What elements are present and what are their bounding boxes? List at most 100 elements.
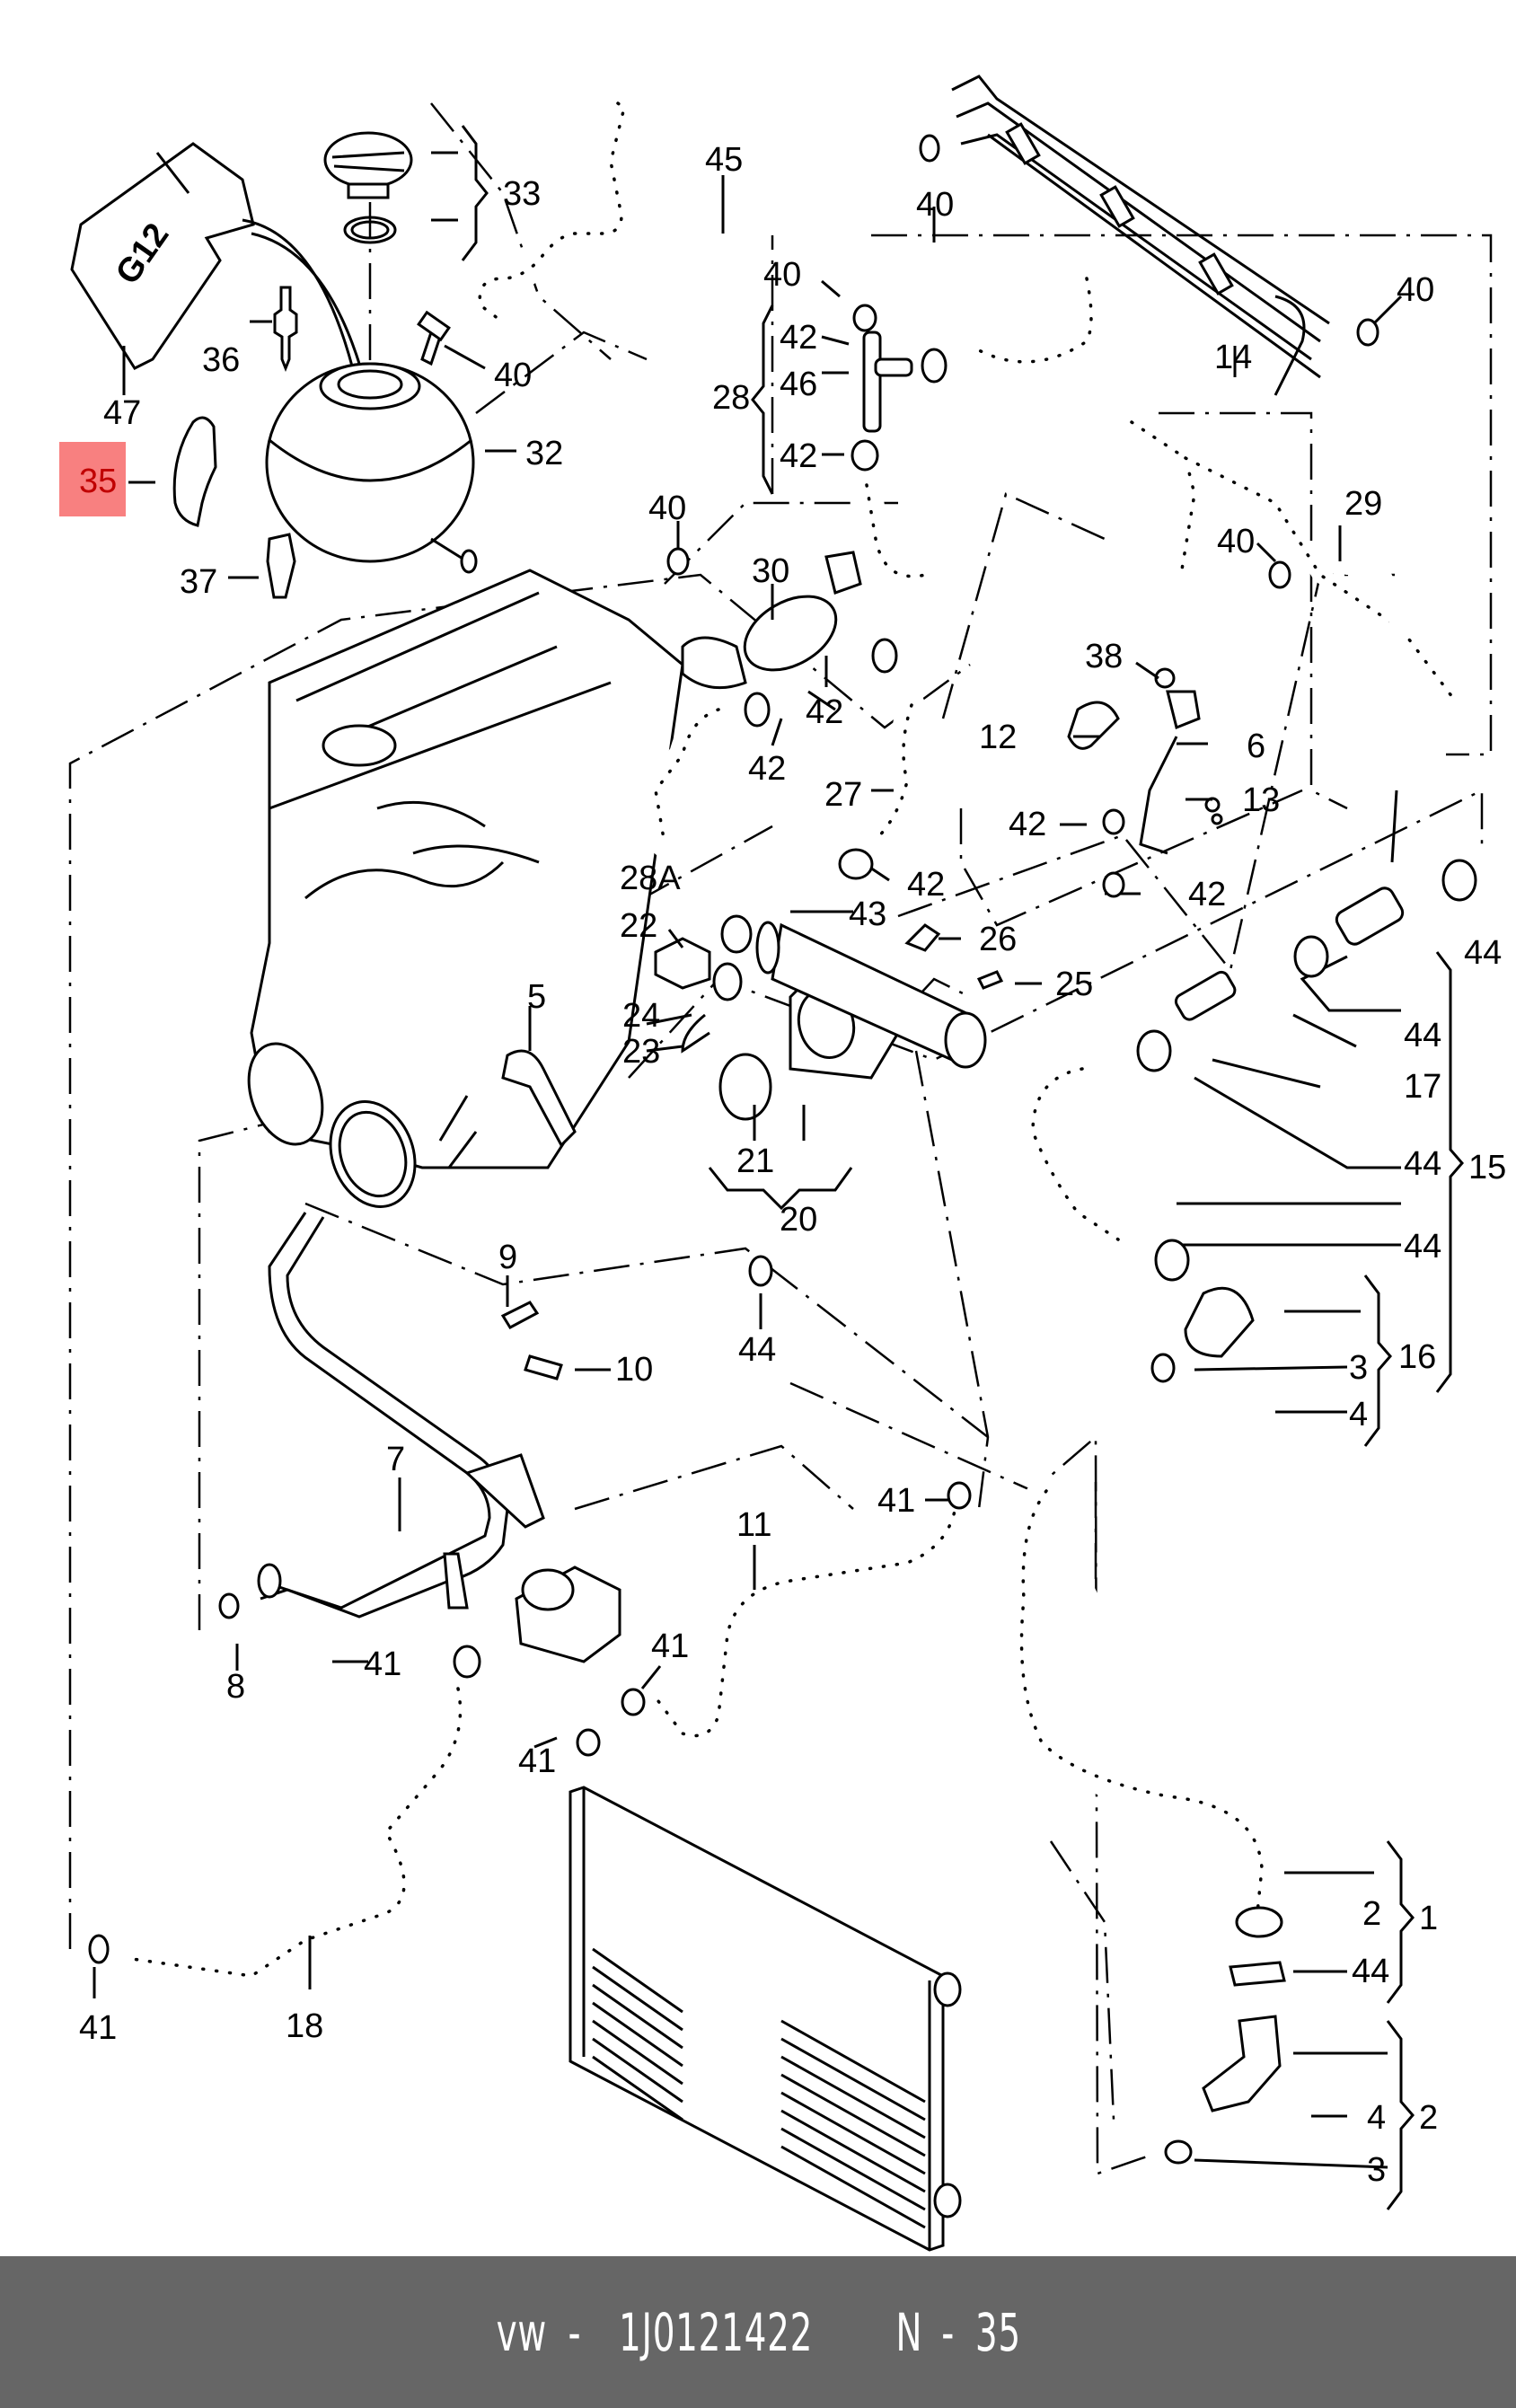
leader-lines [93, 151, 1403, 2169]
callout-44[interactable]: 44 [1404, 1228, 1441, 1266]
callout-35-highlight [59, 442, 126, 516]
group-brackets [461, 125, 1464, 2210]
callout-15[interactable]: 15 [1468, 1149, 1506, 1186]
callout-24[interactable]: 24 [622, 997, 660, 1035]
callout-21[interactable]: 21 [736, 1142, 774, 1180]
callout-35[interactable]: 35 [79, 463, 117, 500]
callout-30[interactable]: 30 [752, 552, 789, 590]
callout-25[interactable]: 25 [1055, 966, 1093, 1003]
callout-10[interactable]: 10 [615, 1351, 653, 1389]
callout-41[interactable]: 41 [364, 1645, 401, 1683]
stud-36 [273, 286, 298, 373]
callout-44[interactable]: 44 [738, 1331, 776, 1369]
callout-40[interactable]: 40 [1397, 271, 1434, 309]
callout-17[interactable]: 17 [1404, 1068, 1441, 1106]
hose-15 [1009, 886, 1405, 1383]
callout-4[interactable]: 4 [1349, 1396, 1368, 1433]
callout-38[interactable]: 38 [1085, 638, 1123, 675]
callout-37[interactable]: 37 [180, 563, 217, 601]
callout-33[interactable]: 33 [503, 175, 541, 213]
callout-28[interactable]: 28 [712, 379, 750, 417]
callout-44[interactable]: 44 [1464, 934, 1502, 972]
hose-45 [464, 88, 639, 334]
callout-41[interactable]: 41 [518, 1742, 556, 1780]
callout-41[interactable]: 41 [79, 2009, 117, 2047]
callout-12[interactable]: 12 [979, 719, 1017, 756]
callout-41[interactable]: 41 [877, 1482, 915, 1520]
callout-44[interactable]: 44 [1404, 1145, 1441, 1183]
bracket-12-6 [1067, 667, 1223, 855]
reservoir-cap [323, 131, 413, 377]
bracket-part-35 [172, 416, 217, 527]
sensor-25 [976, 970, 1004, 990]
hoses-middle [642, 264, 1463, 858]
callout-28a[interactable]: 28A [620, 860, 681, 897]
callout-47[interactable]: 47 [103, 394, 141, 432]
callout-40[interactable]: 40 [916, 186, 954, 224]
footer-separator: - [940, 2301, 955, 2363]
callout-44[interactable]: 44 [1404, 1017, 1441, 1054]
callout-42[interactable]: 42 [1188, 876, 1226, 913]
expansion-tank [265, 330, 478, 574]
callout-45[interactable]: 45 [705, 141, 743, 179]
callout-8[interactable]: 8 [226, 1668, 245, 1706]
tee-connector-46 [862, 331, 913, 433]
callout-42[interactable]: 42 [907, 866, 945, 904]
callout-32[interactable]: 32 [525, 435, 563, 472]
callout-6[interactable]: 6 [1247, 728, 1265, 765]
callout-27[interactable]: 27 [824, 776, 862, 814]
callout-29[interactable]: 29 [1344, 485, 1382, 523]
callout-5[interactable]: 5 [527, 978, 546, 1016]
pipe-assembly-14 [951, 75, 1330, 396]
callout-18[interactable]: 18 [286, 2007, 323, 2045]
callout-42[interactable]: 42 [1009, 806, 1046, 843]
coolant-pipe-7 [218, 1212, 545, 1619]
callout-14[interactable]: 14 [1214, 339, 1252, 376]
callout-42[interactable]: 42 [748, 750, 786, 788]
footer-separator: - [568, 2301, 581, 2363]
callout-40[interactable]: 40 [763, 256, 801, 294]
callouts: 33 45 40 40 14 40 42 46 28 42 36 40 47 3… [79, 141, 1506, 2189]
callout-26[interactable]: 26 [979, 921, 1017, 958]
callout-7[interactable]: 7 [386, 1441, 405, 1478]
callout-16[interactable]: 16 [1398, 1338, 1436, 1376]
callout-11[interactable]: 11 [736, 1506, 771, 1544]
callout-43[interactable]: 43 [849, 895, 886, 933]
callout-4[interactable]: 4 [1367, 2099, 1386, 2137]
callout-42[interactable]: 42 [780, 437, 817, 475]
callout-44[interactable]: 44 [1352, 1953, 1389, 1990]
coolant-bottle-g12: G12 [70, 142, 370, 396]
radiator-fins [592, 1947, 926, 2229]
bolt-9 [500, 1301, 540, 1329]
footer-brand: vw [496, 2301, 547, 2363]
callout-13[interactable]: 13 [1242, 781, 1280, 819]
callout-9[interactable]: 9 [498, 1239, 517, 1276]
thermostat-housing-20 [654, 921, 987, 1121]
small-reservoir [515, 1566, 621, 1663]
callout-40[interactable]: 40 [1217, 523, 1255, 560]
callout-42[interactable]: 42 [806, 693, 843, 731]
callout-41[interactable]: 41 [651, 1627, 689, 1665]
bolt-26 [904, 923, 941, 952]
callout-3[interactable]: 3 [1367, 2151, 1386, 2189]
flange-30 [681, 551, 862, 690]
callout-1[interactable]: 1 [1419, 1900, 1438, 1937]
callout-36[interactable]: 36 [202, 341, 240, 379]
footer-part-number: 1J0121422 [618, 2301, 813, 2363]
callout-46[interactable]: 46 [780, 366, 817, 403]
footer-position-number: 35 [974, 2301, 1021, 2363]
hose-11 [642, 1486, 970, 1750]
hose-18 [113, 1676, 473, 1989]
callout-2[interactable]: 2 [1362, 1895, 1381, 1933]
callout-40[interactable]: 40 [494, 357, 532, 394]
callout-40[interactable]: 40 [648, 490, 686, 527]
callout-23[interactable]: 23 [622, 1033, 660, 1071]
callout-2[interactable]: 2 [1419, 2099, 1438, 2137]
radiator [568, 1786, 962, 2252]
callout-22[interactable]: 22 [620, 907, 657, 945]
callout-3[interactable]: 3 [1349, 1349, 1368, 1387]
callout-42[interactable]: 42 [780, 319, 817, 357]
callout-20[interactable]: 20 [780, 1201, 817, 1239]
